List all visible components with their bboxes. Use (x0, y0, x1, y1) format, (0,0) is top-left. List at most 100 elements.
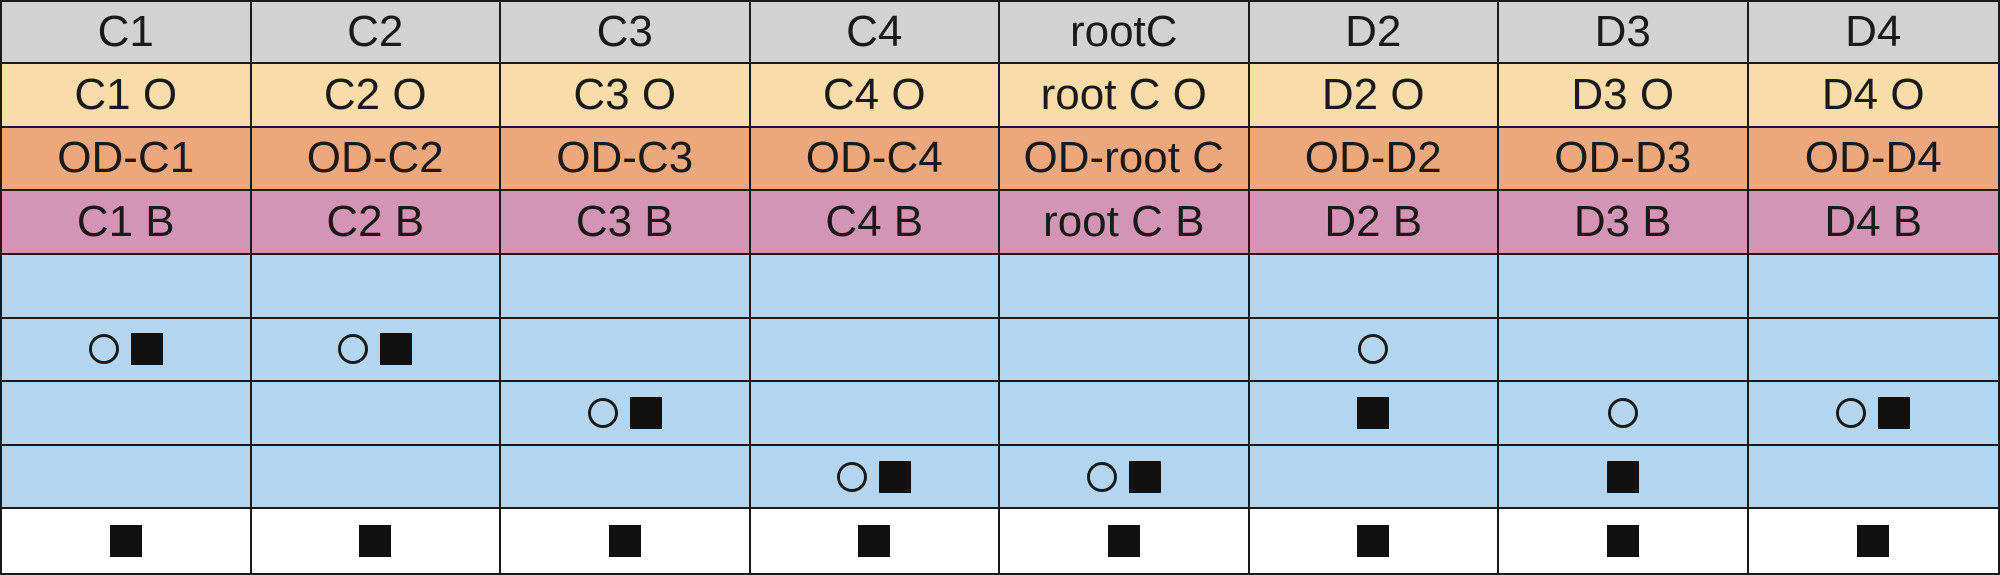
symbol-cell-r1-c6 (1249, 254, 1499, 319)
od-label-4: OD-C4 (750, 127, 1000, 192)
symbol-cell-r5-c1 (2, 509, 252, 573)
symbol-group (109, 525, 142, 558)
o-label-1: C1 O (2, 64, 252, 128)
column-header-8: D4 (1748, 2, 1998, 64)
symbol-group (837, 460, 912, 493)
symbol-cell-r1-c8 (1748, 254, 1998, 319)
b-label-1: C1 B (2, 191, 252, 255)
symbol-cell-r2-c1 (2, 318, 252, 383)
crescent-circle-icon (587, 397, 618, 428)
filled-square-icon (1857, 525, 1890, 558)
od-label-5: OD-root C (1000, 127, 1250, 192)
symbol-cell-r5-c3 (501, 509, 751, 573)
symbol-cell-r2-c5 (1000, 318, 1250, 383)
b-label-8: D4 B (1748, 191, 1998, 255)
symbol-cell-r4-c5 (1000, 445, 1250, 510)
column-header-4: C4 (750, 2, 1000, 64)
symbol-cell-r3-c3 (501, 382, 751, 446)
symbol-group (1606, 460, 1639, 493)
b-label-6: D2 B (1249, 191, 1499, 255)
column-header-5: rootC (1000, 2, 1250, 64)
symbol-cell-r4-c1 (2, 445, 252, 510)
filled-square-icon (1357, 525, 1390, 558)
symbol-cell-r2-c8 (1748, 318, 1998, 383)
symbol-group (1086, 460, 1161, 493)
o-label-5: root C O (1000, 64, 1250, 128)
symbol-cell-r4-c7 (1499, 445, 1749, 510)
symbol-cell-r5-c4 (750, 509, 1000, 573)
symbol-cell-r2-c7 (1499, 318, 1749, 383)
symbol-cell-r2-c4 (750, 318, 1000, 383)
symbol-group (1857, 525, 1890, 558)
symbol-cell-r2-c6 (1249, 318, 1499, 383)
od-label-1: OD-C1 (2, 127, 252, 192)
b-label-5: root C B (1000, 191, 1250, 255)
symbol-cell-r1-c4 (750, 254, 1000, 319)
filled-square-icon (858, 525, 891, 558)
filled-square-icon (1128, 460, 1161, 493)
filled-square-icon (1357, 396, 1390, 429)
crescent-circle-icon (1086, 461, 1117, 492)
symbol-group (1107, 525, 1140, 558)
o-label-4: C4 O (750, 64, 1000, 128)
o-label-7: D3 O (1499, 64, 1749, 128)
b-label-2: C2 B (251, 191, 501, 255)
symbol-cell-r3-c7 (1499, 382, 1749, 446)
crescent-circle-icon (88, 334, 119, 365)
column-header-3: C3 (501, 2, 751, 64)
filled-square-icon (879, 460, 912, 493)
filled-square-icon (629, 396, 662, 429)
b-label-4: C4 B (750, 191, 1000, 255)
filled-square-icon (380, 333, 413, 366)
symbol-cell-r3-c5 (1000, 382, 1250, 446)
symbol-cell-r4-c6 (1249, 445, 1499, 510)
symbol-cell-r5-c6 (1249, 509, 1499, 573)
column-header-2: C2 (251, 2, 501, 64)
symbol-group (1357, 396, 1390, 429)
o-label-2: C2 O (251, 64, 501, 128)
symbol-cell-r3-c8 (1748, 382, 1998, 446)
symbol-cell-r5-c8 (1748, 509, 1998, 573)
b-label-7: D3 B (1499, 191, 1749, 255)
symbol-cell-r1-c2 (251, 254, 501, 319)
symbol-cell-r4-c4 (750, 445, 1000, 510)
symbol-cell-r5-c2 (251, 509, 501, 573)
symbol-group (1606, 525, 1639, 558)
symbol-cell-r4-c8 (1748, 445, 1998, 510)
symbol-cell-r5-c7 (1499, 509, 1749, 573)
symbol-group (88, 333, 163, 366)
symbol-group (1607, 397, 1638, 428)
od-label-8: OD-D4 (1748, 127, 1998, 192)
symbol-cell-r3-c2 (251, 382, 501, 446)
symbol-cell-r2-c2 (251, 318, 501, 383)
symbol-cell-r3-c4 (750, 382, 1000, 446)
symbol-cell-r1-c7 (1499, 254, 1749, 319)
column-header-1: C1 (2, 2, 252, 64)
symbol-cell-r5-c5 (1000, 509, 1250, 573)
od-label-6: OD-D2 (1249, 127, 1499, 192)
crescent-circle-icon (1607, 397, 1638, 428)
od-label-2: OD-C2 (251, 127, 501, 192)
crescent-circle-icon (837, 461, 868, 492)
crescent-circle-icon (338, 334, 369, 365)
crescent-circle-icon (1358, 334, 1389, 365)
symbol-group (858, 525, 891, 558)
symbol-group (1358, 334, 1389, 365)
symbol-cell-r1-c3 (501, 254, 751, 319)
filled-square-icon (1878, 396, 1911, 429)
symbol-group (359, 525, 392, 558)
column-header-7: D3 (1499, 2, 1749, 64)
symbol-cell-r3-c1 (2, 382, 252, 446)
filled-square-icon (359, 525, 392, 558)
symbol-group (1357, 525, 1390, 558)
symbol-cell-r3-c6 (1249, 382, 1499, 446)
crescent-circle-icon (1836, 397, 1867, 428)
symbol-cell-r4-c2 (251, 445, 501, 510)
filled-square-icon (1107, 525, 1140, 558)
symbol-cell-r1-c1 (2, 254, 252, 319)
filled-square-icon (608, 525, 641, 558)
symbol-group (338, 333, 413, 366)
filled-square-icon (130, 333, 163, 366)
symbol-cell-r2-c3 (501, 318, 751, 383)
